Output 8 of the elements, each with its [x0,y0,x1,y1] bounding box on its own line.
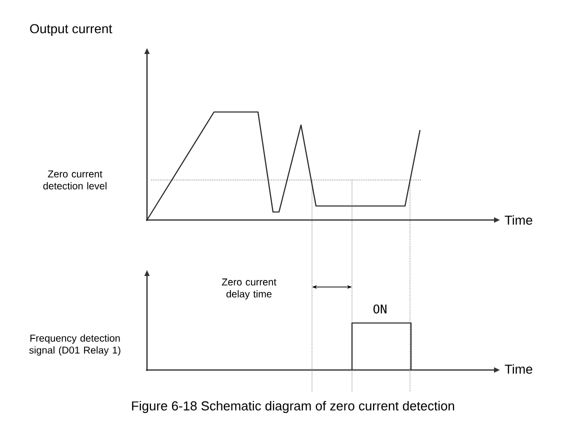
axis-label: Time [504,215,532,225]
axis-title: Frequency detection signal (D01 Relay 1) [29,334,120,356]
axis-title: Output current [30,24,112,36]
axis-label: Time [504,364,532,374]
delay-label: Zero current delay time [222,278,276,300]
threshold-label: Zero current detection level [43,170,106,190]
state-label: ON [374,304,386,314]
figure-caption: Figure 6-18 Schematic diagram of zero current detection [132,400,454,414]
